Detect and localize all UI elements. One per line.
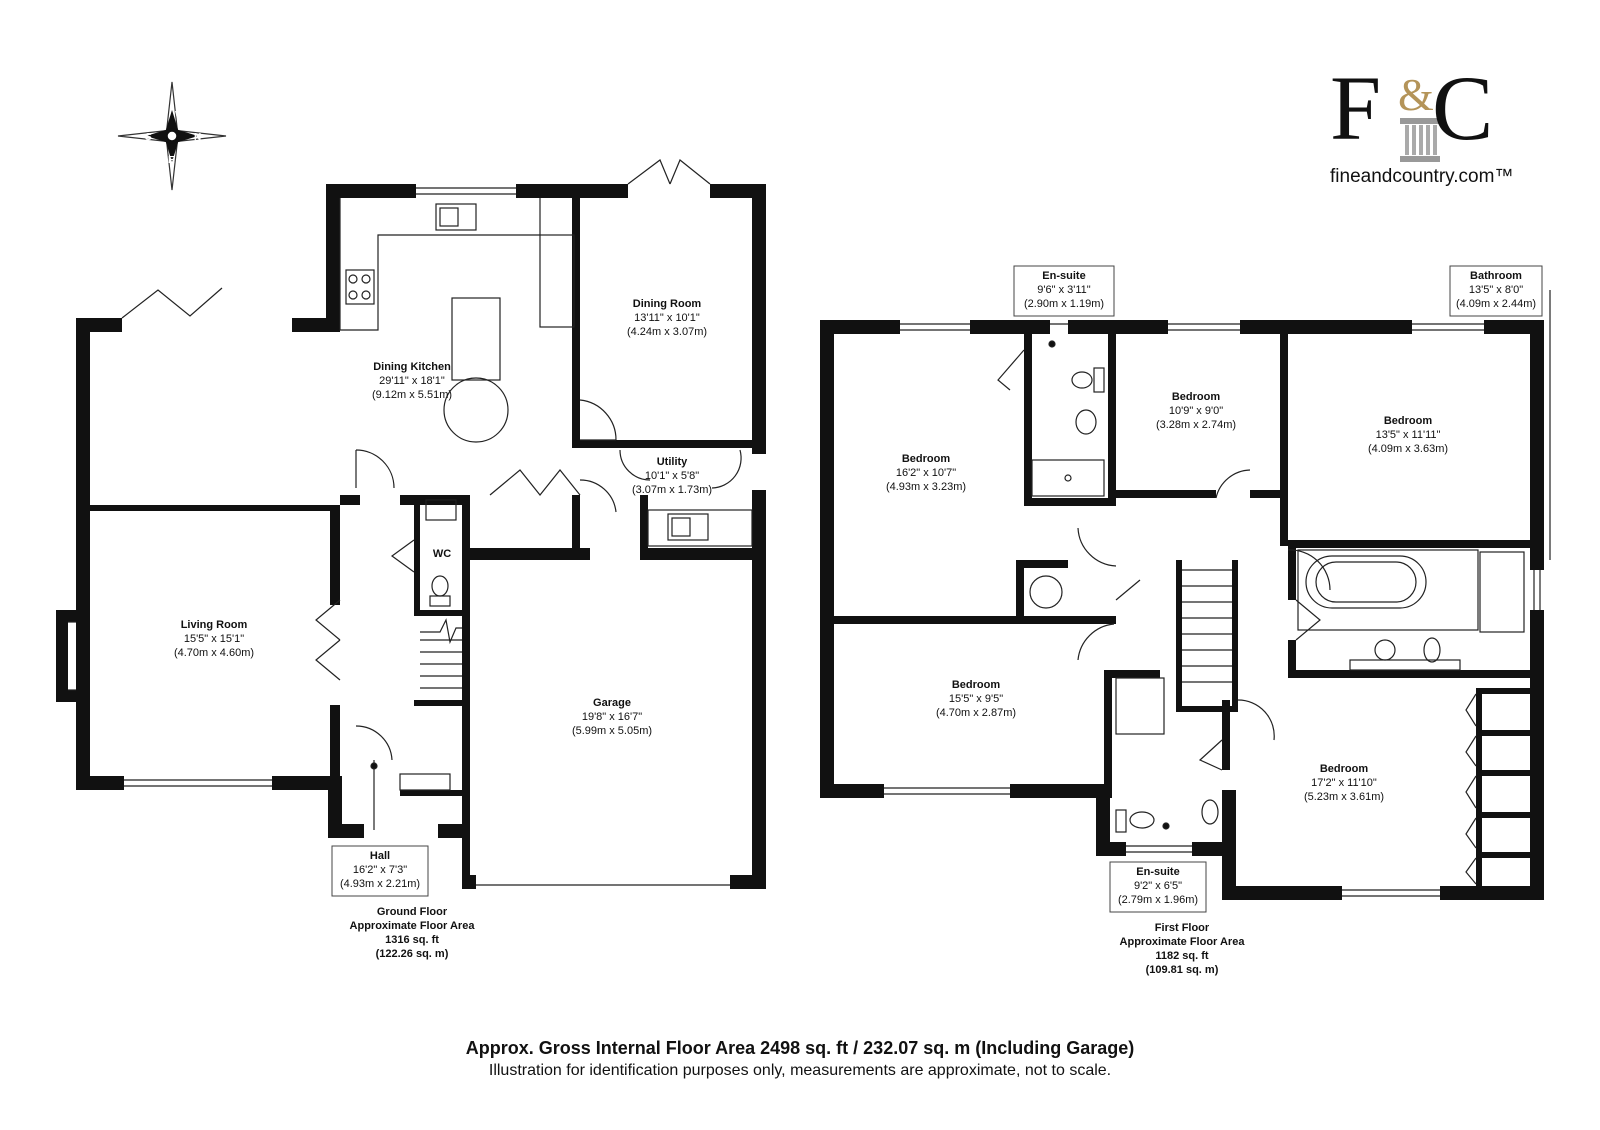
room-name: Dining Kitchen [373, 361, 451, 373]
ground-floor-area: Ground Floor Approximate Floor Area 1316… [350, 906, 476, 960]
room-imperial: 29'11" x 18'1" [379, 375, 445, 387]
room-hall: Hall 16'2" x 7'3" (4.93m x 2.21m) [340, 850, 420, 890]
room-imperial: 13'5" x 8'0" [1469, 284, 1523, 296]
compass-w: W [175, 110, 185, 121]
floor-subtitle: Approximate Floor Area [350, 920, 476, 932]
room-name: En-suite [1136, 866, 1179, 878]
room-name: En-suite [1042, 270, 1085, 282]
bathroom-label-box [1449, 265, 1543, 317]
room-metric: (4.93m x 2.21m) [340, 878, 420, 890]
room-imperial: 10'9" x 9'0" [1169, 405, 1223, 417]
room-imperial: 15'5" x 15'1" [184, 633, 244, 645]
room-name: WC [433, 548, 451, 560]
room-imperial: 16'2" x 10'7" [896, 467, 956, 479]
room-name: Utility [657, 456, 688, 468]
room-metric: (9.12m x 5.51m) [372, 389, 452, 401]
room-metric: (5.23m x 3.61m) [1304, 791, 1384, 803]
room-imperial: 16'2" x 7'3" [353, 864, 407, 876]
room-imperial: 19'8" x 16'7" [582, 711, 642, 723]
room-name: Bathroom [1470, 270, 1522, 282]
room-imperial: 9'2" x 6'5" [1134, 880, 1182, 892]
room-name: Dining Room [633, 298, 702, 310]
floor-title: Ground Floor [377, 906, 448, 918]
room-name: Bedroom [1320, 763, 1369, 775]
room-bedroom-4: Bedroom 15'5" x 9'5" (4.70m x 2.87m) [936, 679, 1016, 719]
room-name: Bedroom [1384, 415, 1433, 427]
ensuite-top-label-box [1013, 265, 1115, 317]
floor-sqft: 1316 sq. ft [385, 934, 439, 946]
room-metric: (2.90m x 1.19m) [1024, 298, 1104, 310]
room-bathroom: Bathroom 13'5" x 8'0" (4.09m x 2.44m) [1456, 270, 1536, 310]
room-metric: (4.70m x 4.60m) [174, 647, 254, 659]
first-floor-walls [820, 320, 1544, 900]
room-metric: (2.79m x 1.96m) [1118, 894, 1198, 906]
room-utility: Utility 10'1" x 5'8" (3.07m x 1.73m) [632, 456, 712, 496]
room-bedroom-2: Bedroom 10'9" x 9'0" (3.28m x 2.74m) [1156, 391, 1236, 431]
column-icon [1400, 118, 1440, 162]
ensuite-bottom-label-box [1109, 861, 1207, 913]
room-name: Hall [370, 850, 390, 862]
ground-floor-walls [56, 184, 766, 889]
logo-url: fineandcountry.com™ [1330, 166, 1514, 187]
room-metric: (4.70m x 2.87m) [936, 707, 1016, 719]
compass-e: E [168, 155, 175, 166]
room-metric: (3.07m x 1.73m) [632, 484, 712, 496]
floor-sqft: 1182 sq. ft [1155, 950, 1209, 962]
room-name: Bedroom [952, 679, 1001, 691]
room-imperial: 13'11" x 10'1" [634, 312, 700, 324]
room-name: Bedroom [1172, 391, 1221, 403]
room-garage: Garage 19'8" x 16'7" (5.99m x 5.05m) [572, 697, 652, 737]
room-bedroom-5: Bedroom 17'2" x 11'10" (5.23m x 3.61m) [1304, 763, 1384, 803]
first-floor-fixtures [884, 290, 1551, 897]
compass-s: S [145, 132, 152, 143]
room-living-room: Living Room 15'5" x 15'1" (4.70m x 4.60m… [174, 619, 254, 659]
ground-floor-fixtures [68, 159, 753, 886]
first-floor-area: First Floor Approximate Floor Area 1182 … [1120, 922, 1246, 976]
room-imperial: 13'5" x 11'11" [1376, 429, 1441, 441]
room-name: Bedroom [902, 453, 951, 465]
room-ensuite-top: En-suite 9'6" x 3'11" (2.90m x 1.19m) [1024, 270, 1104, 310]
floor-sqm: (109.81 sq. m) [1146, 964, 1219, 976]
room-ensuite-bottom: En-suite 9'2" x 6'5" (2.79m x 1.96m) [1118, 866, 1198, 906]
room-dining-room: Dining Room 13'11" x 10'1" (4.24m x 3.07… [627, 298, 707, 338]
room-imperial: 17'2" x 11'10" [1311, 777, 1377, 789]
logo-ampersand: & [1398, 69, 1434, 120]
hall-label-box [331, 845, 429, 897]
compass-icon: W E S N [117, 81, 227, 191]
room-bedroom-3: Bedroom 13'5" x 11'11" (4.09m x 3.63m) [1368, 415, 1448, 455]
room-bedroom-1: Bedroom 16'2" x 10'7" (4.93m x 3.23m) [886, 453, 966, 493]
room-dining-kitchen: Dining Kitchen 29'11" x 18'1" (9.12m x 5… [372, 361, 452, 401]
room-metric: (4.09m x 3.63m) [1368, 443, 1448, 455]
room-name: Living Room [181, 619, 248, 631]
compass-n: N [194, 132, 201, 143]
fine-and-country-logo: F & C fineandcountry.com™ [1330, 62, 1520, 192]
floor-title: First Floor [1155, 922, 1210, 934]
disclaimer: Illustration for identification purposes… [488, 1062, 1112, 1079]
logo-letter-c: C [1432, 57, 1494, 159]
room-name: Garage [593, 697, 631, 709]
room-metric: (3.28m x 2.74m) [1156, 419, 1236, 431]
room-metric: (4.09m x 2.44m) [1456, 298, 1536, 310]
room-metric: (5.99m x 5.05m) [572, 725, 652, 737]
room-wc: WC [433, 548, 451, 560]
room-imperial: 15'5" x 9'5" [949, 693, 1003, 705]
gross-floor-area: Approx. Gross Internal Floor Area 2498 s… [465, 1038, 1135, 1058]
floor-subtitle: Approximate Floor Area [1120, 936, 1246, 948]
floor-sqm: (122.26 sq. m) [376, 948, 449, 960]
room-metric: (4.93m x 3.23m) [886, 481, 966, 493]
logo-letter-f: F [1330, 57, 1382, 159]
room-imperial: 9'6" x 3'11" [1037, 284, 1090, 296]
room-imperial: 10'1" x 5'8" [645, 470, 699, 482]
room-metric: (4.24m x 3.07m) [627, 326, 707, 338]
